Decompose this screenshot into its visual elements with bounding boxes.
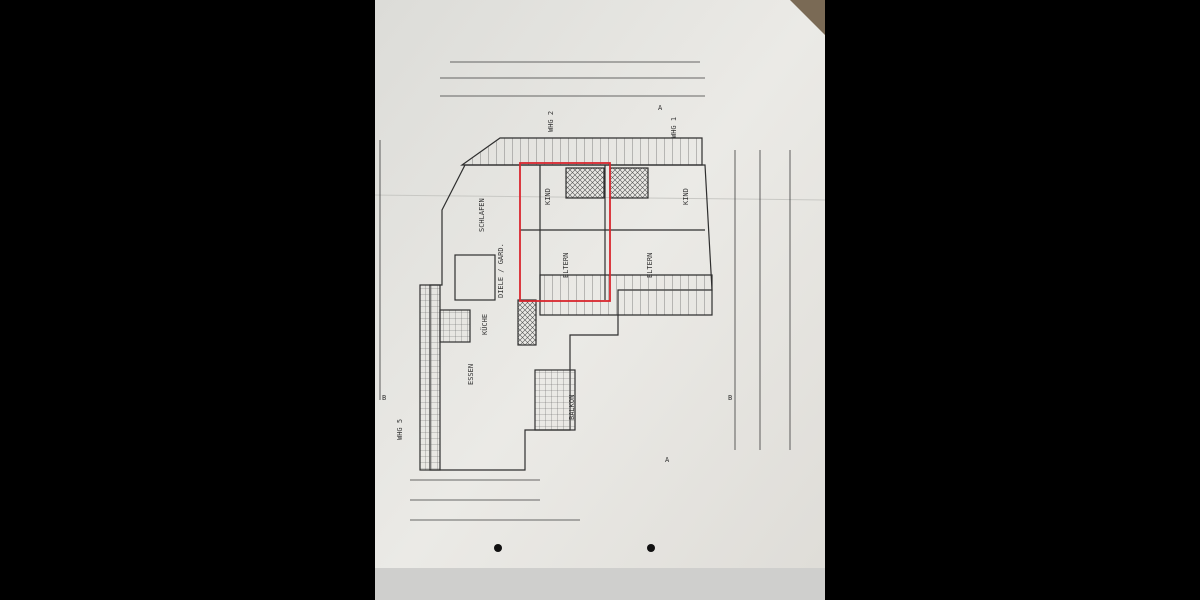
room-label-balkon: BALKON [568,395,576,420]
room-label-essen: ESSEN [467,364,475,385]
room-label-kueche: KÜCHE [480,314,489,335]
dimension-lines [379,61,791,521]
unit-label-whg2: WHG 2 [547,111,555,132]
punch-hole [494,544,502,552]
punch-hole [647,544,655,552]
paper-corner [790,0,825,35]
room-label-diele: DIELE / GARD. [497,243,505,298]
room-label-schlafen: SCHLAFEN [478,198,486,232]
section-mark-a: A [658,104,663,112]
floor-plan [419,137,713,471]
lower-sheet [375,568,825,600]
section-mark-b: B [382,394,386,402]
section-mark-a: A [665,456,670,464]
room-label-eltern: ELTERN [562,253,570,278]
room-label-kind: KIND [682,188,690,205]
highlight-rectangle [519,162,611,302]
unit-label-whg1: WHG 1 [670,117,678,138]
room-label-kind: KIND [544,188,552,205]
section-mark-b: B [728,394,732,402]
unit-label-whg5: WHG 5 [396,419,404,440]
room-label-eltern: ELTERN [646,253,654,278]
